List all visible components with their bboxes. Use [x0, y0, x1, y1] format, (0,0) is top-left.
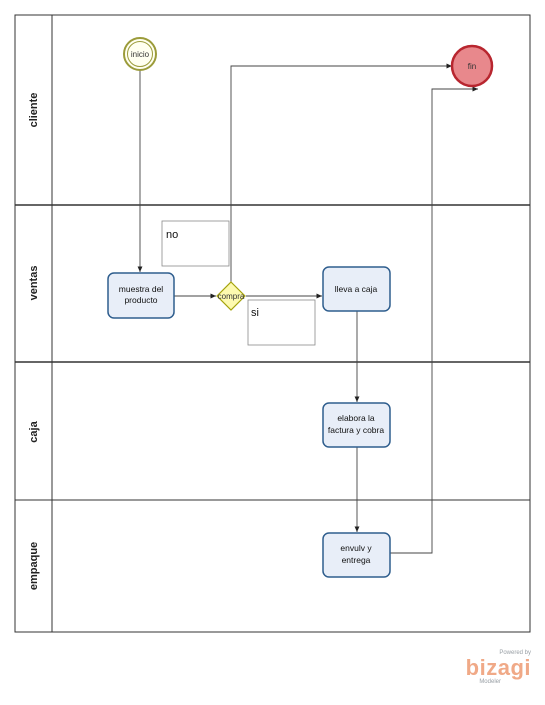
gateway-compra[interactable]: compra	[216, 281, 246, 311]
sequence-flows	[137, 63, 478, 554]
task-elabora-label-2: factura y cobra	[328, 425, 384, 435]
annotation-no-text: no	[166, 229, 178, 241]
bizagi-wordmark: bizagi	[465, 655, 531, 680]
annotation-no: no	[161, 220, 230, 267]
task-muestra-del-producto[interactable]: muestra del producto	[107, 272, 175, 319]
annotation-si-text: si	[251, 307, 259, 319]
task-lleva-label: lleva a caja	[335, 284, 378, 294]
modeler-text: Modeler	[479, 679, 501, 685]
flow-envuelve-to-fin	[390, 86, 478, 554]
lane-label-ventas: ventas	[28, 266, 40, 301]
task-muestra-label-2: producto	[124, 295, 157, 305]
task-envuelve-entrega[interactable]: envulv y entrega	[322, 532, 391, 578]
task-envuelve-label-1: envulv y	[340, 543, 372, 553]
end-event-label: fin	[468, 62, 476, 71]
lane-label-caja: caja	[28, 420, 40, 442]
lane-label-empaque: empaque	[28, 542, 40, 590]
start-event-label: inicio	[131, 50, 150, 59]
task-elabora-label-1: elabora la	[337, 413, 375, 423]
bizagi-logo: Powered by bizagi Modeler	[466, 649, 531, 686]
task-muestra-label-1: muestra del	[119, 284, 164, 294]
start-event[interactable]: inicio	[123, 37, 157, 71]
lane-label-cliente: cliente	[28, 93, 40, 128]
powered-by-text: Powered by	[499, 650, 531, 656]
task-lleva-a-caja[interactable]: lleva a caja	[322, 266, 391, 312]
end-event[interactable]: fin	[450, 44, 494, 88]
gateway-label: compra	[218, 292, 245, 301]
annotation-si: si	[247, 299, 316, 346]
task-envuelve-label-2: entrega	[342, 555, 371, 565]
task-elabora-factura[interactable]: elabora la factura y cobra	[322, 402, 391, 448]
flow-gateway-to-fin	[230, 63, 452, 282]
